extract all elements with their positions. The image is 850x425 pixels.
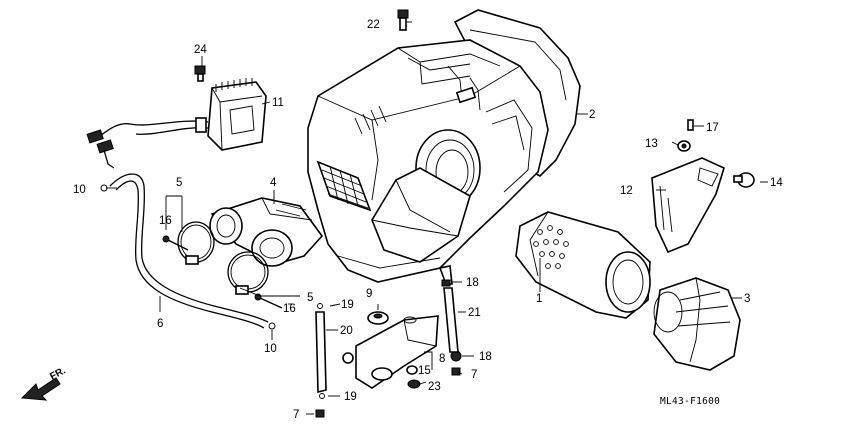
air-cleaner-cover [653,277,741,371]
front-direction-indicator: FR. [20,365,68,401]
air-filter-element [515,211,651,319]
breather-tube [100,173,276,330]
screw-16-upper [162,235,189,251]
label-2: 2 [589,109,595,121]
front-label: FR. [48,365,68,382]
label-19-upper: 19 [341,299,354,311]
connecting-tube [209,197,324,267]
label-18-lower: 18 [479,351,492,363]
front-arrow-icon [20,377,61,401]
label-7-lower: 7 [293,409,299,421]
plug-7-lower [315,409,325,418]
label-24: 24 [194,44,207,56]
clip-18-upper [441,279,451,287]
label-21: 21 [468,307,481,319]
resonator-chamber [342,315,439,389]
label-10-lower: 10 [264,343,277,355]
collar-15 [406,365,418,375]
label-4: 4 [270,177,277,189]
label-5-upper: 5 [176,177,182,189]
label-23: 23 [428,381,441,393]
label-17: 17 [706,122,719,134]
drain-tube-20 [315,303,327,399]
label-3: 3 [744,293,750,305]
filter-perforations [533,225,569,269]
screw-14 [733,172,755,188]
air-cleaner-housing [307,9,581,285]
label-8: 8 [439,353,445,365]
band-clamp-upper [177,221,215,265]
grommet-9 [367,311,389,325]
plug-7-right [451,367,461,376]
intake-mesh [321,165,369,209]
band-clamp-lower [227,251,269,295]
label-9: 9 [366,288,372,300]
collar-17 [687,119,694,131]
label-22: 22 [367,19,380,31]
label-7-right: 7 [471,369,477,381]
label-16-upper: 16 [159,215,172,227]
bolt-22 [397,9,409,31]
part-number-labels: 2 22 24 11 4 5 16 10 6 10 5 16 9 19 20 1… [73,19,783,421]
label-19-lower: 19 [344,391,357,403]
label-14: 14 [770,177,783,189]
label-1: 1 [536,293,542,305]
drain-tube-21 [443,287,459,353]
leader-lines [106,21,768,415]
label-20: 20 [340,325,353,337]
label-5-lower: 5 [307,292,313,304]
label-18-upper: 18 [466,277,479,289]
label-12: 12 [620,185,633,197]
regulator-rectifier [86,78,267,169]
figure-code: ML43-F1600 [660,396,720,407]
label-6: 6 [157,318,163,330]
grommet-13 [677,140,691,152]
bolt-23 [407,379,421,389]
label-13: 13 [645,138,658,150]
label-16-lower: 16 [283,303,296,315]
bolt-24 [194,65,206,82]
label-15: 15 [418,365,431,377]
cover-plate [651,157,725,254]
label-10-upper: 10 [73,184,86,196]
label-11: 11 [272,97,284,109]
